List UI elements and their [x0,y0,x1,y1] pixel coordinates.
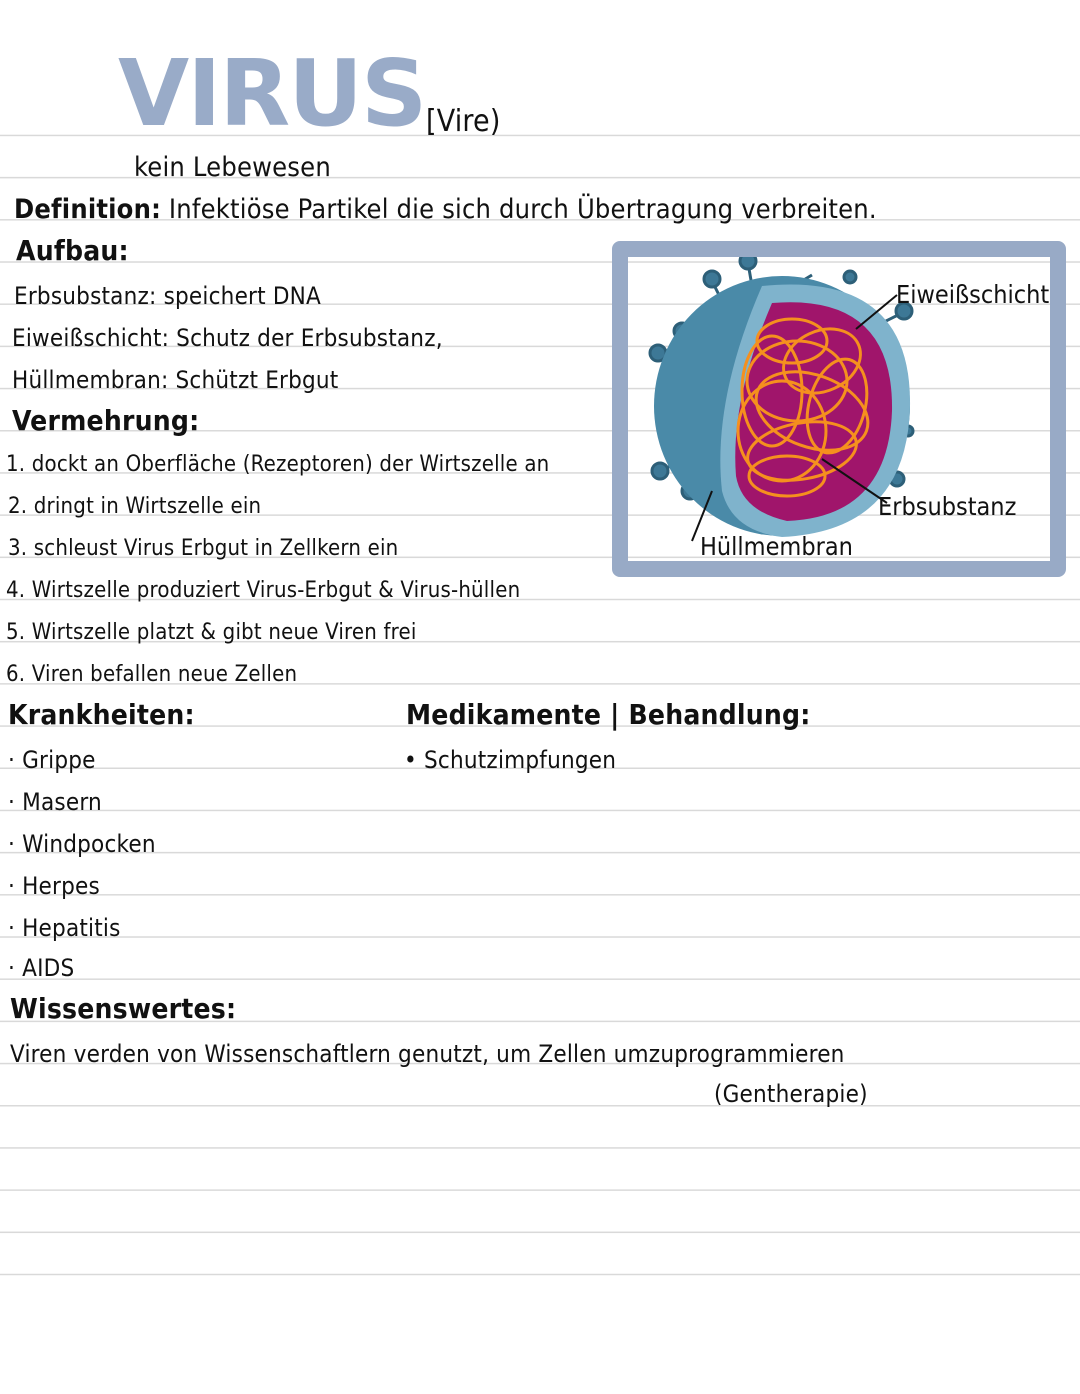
vermehrung-step: 6. Viren befallen neue Zellen [6,662,298,687]
label-erbsubstanz: Erbsubstanz [878,492,1017,521]
disease-item: · Hepatitis [8,914,121,942]
label-eiweissschicht: Eiweißschicht [896,280,1050,309]
top-margin [0,0,1080,130]
disease-item: · Masern [8,788,102,816]
wissenswertes-text: Viren verden von Wissenschaftlern genutz… [10,1040,845,1068]
label-huellmembran: Hüllmembran [700,532,853,561]
vermehrung-heading: Vermehrung: [12,404,200,437]
aufbau-heading: Aufbau: [16,234,129,267]
vermehrung-step: 4. Wirtszelle produziert Virus-Erbgut & … [6,578,521,603]
aufbau-item: Eiweißschicht: Schutz der Erbsubstanz, [12,324,443,352]
definition-line: Definition: Infektiöse Partikel die sich… [14,194,877,225]
virus-diagram [648,251,915,542]
disease-item: · Herpes [8,872,100,900]
krankheiten-heading: Krankheiten: [8,698,195,731]
aufbau-item: Hüllmembran: Schützt Erbgut [12,366,339,394]
interior-shape [735,302,893,521]
dna-strands [736,317,870,498]
definition-text: Infektiöse Partikel die sich durch Übert… [168,194,877,225]
definition-label: Definition: [14,194,161,225]
disease-item: · Grippe [8,746,96,774]
behandlung-heading: Medikamente | Behandlung: [406,698,811,731]
wissenswertes-heading: Wissenswertes: [10,992,237,1025]
subtitle: kein Lebewesen [134,152,331,183]
figure-frame [612,241,1066,577]
vermehrung-step: 3. schleust Virus Erbgut in Zellkern ein [8,536,399,561]
disease-item: · AIDS [8,954,75,982]
disease-item: · Windpocken [8,830,156,858]
bottom-margin [0,1282,1080,1394]
page-title: VIRUS [118,40,427,147]
label-leaders [691,294,898,542]
wissenswertes-note: (Gentherapie) [714,1080,868,1108]
vermehrung-step: 1. dockt an Oberfläche (Rezeptoren) der … [6,452,550,477]
vermehrung-step: 5. Wirtszelle platzt & gibt neue Viren f… [6,620,417,645]
aufbau-item: Erbsubstanz: speichert DNA [14,282,321,310]
plural-note: [Vire) [426,104,501,139]
treatment-item: • Schutzimpfungen [404,746,617,774]
vermehrung-step: 2. dringt in Wirtszelle ein [8,494,262,519]
